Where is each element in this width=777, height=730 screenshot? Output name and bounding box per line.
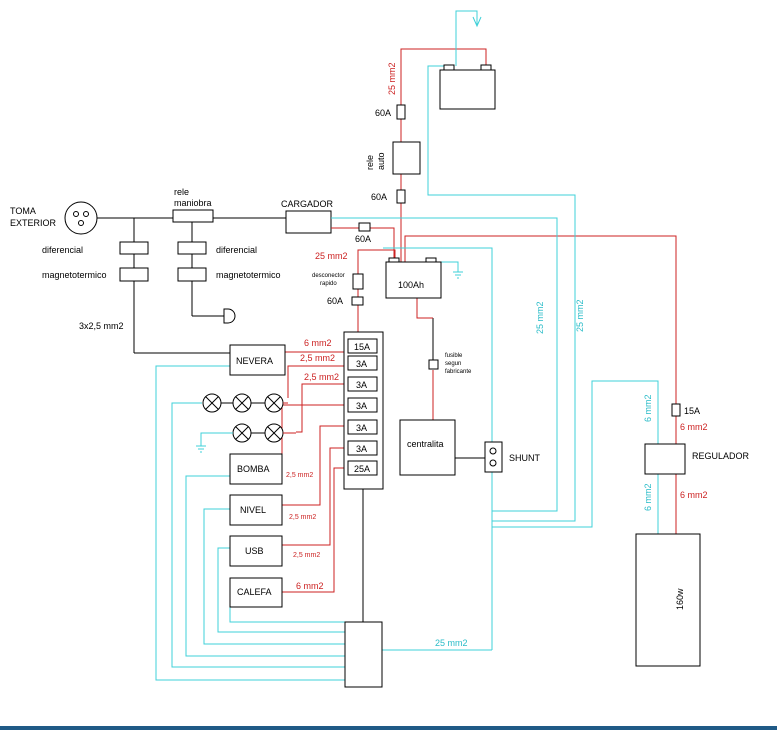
wire-25-cyan-b-label: 25 mm2 — [575, 299, 585, 332]
fuse-label: 3A — [356, 380, 367, 390]
fuse-box — [343, 331, 384, 490]
wire-nivel-label: 2,5 mm2 — [289, 514, 316, 521]
wire-25-mid-label: 25 mm2 — [315, 251, 348, 261]
fuse-label: 15A — [354, 342, 370, 352]
outlet-icon — [64, 201, 98, 235]
rele-auto-label-1: rele — [365, 155, 375, 170]
negative-wiring — [155, 10, 659, 681]
desconector-box — [352, 273, 364, 290]
exterior-label: EXTERIOR — [10, 218, 57, 228]
fuse-label: 3A — [356, 359, 367, 369]
diferencial-box-right — [177, 241, 207, 255]
fuse-label: 3A — [356, 401, 367, 411]
wire-nevera-label: 6 mm2 — [304, 338, 332, 348]
solar-panel-box — [635, 533, 701, 667]
wire-bomba-label: 2,5 mm2 — [286, 472, 313, 479]
wire-3x25-label: 3x2,5 mm2 — [79, 321, 124, 331]
cargador-box — [285, 210, 332, 234]
fuse-60a-charger — [358, 222, 371, 232]
nivel-box — [229, 494, 283, 526]
fuse-label: 25A — [354, 464, 370, 474]
centralita-box — [399, 419, 456, 476]
nivel-label: NIVEL — [240, 505, 266, 515]
wire-f3-label: 2,5 mm2 — [304, 372, 339, 382]
desconector-label-1: desconector — [312, 273, 345, 279]
fuse-60a-charger-label: 60A — [355, 234, 371, 244]
diferencial-right-label: diferencial — [216, 245, 257, 255]
cargador-label: CARGADOR — [281, 199, 334, 209]
wire-6-cyan-bot-label: 6 mm2 — [643, 483, 653, 511]
wire-f2-label: 2,5 mm2 — [300, 353, 335, 363]
centralita-label: centralita — [407, 439, 444, 449]
magneto-left-label: magnetotermico — [42, 270, 107, 280]
lamp-icon — [264, 393, 284, 413]
lamp-icon — [202, 393, 222, 413]
diferencial-left-label: diferencial — [42, 245, 83, 255]
negative-bus — [344, 621, 383, 688]
positive-wiring — [281, 48, 677, 593]
fuse-label: 3A — [356, 444, 367, 454]
house-battery-label: 100Ah — [398, 280, 424, 290]
usb-box — [229, 535, 283, 567]
bomba-box — [229, 453, 283, 485]
rele-maniobra-box — [172, 209, 214, 223]
fusible-label-3: fabricante — [445, 369, 472, 375]
fuse-60a-mid — [396, 189, 406, 204]
toma-label: TOMA — [10, 206, 36, 216]
calefa-label: CALEFA — [237, 587, 272, 597]
shunt-label: SHUNT — [509, 453, 541, 463]
fuse-centralita — [428, 359, 439, 370]
shunt-box — [484, 441, 503, 473]
rele-auto-box — [392, 141, 421, 175]
solar-panel-label: 160w — [675, 588, 685, 610]
desconector-label-2: rapido — [320, 281, 337, 287]
regulador-box — [644, 443, 686, 475]
lamp-links — [221, 402, 296, 434]
regulador-label: REGULADOR — [692, 451, 750, 461]
wire-6-reg-bot-label: 6 mm2 — [680, 490, 708, 500]
usb-label: USB — [245, 546, 264, 556]
fuse-15a — [671, 403, 681, 417]
starter-battery — [439, 64, 496, 110]
interior-plug-icon — [223, 308, 236, 324]
lamp-icon — [264, 423, 284, 443]
wire-6-cyan-top-label: 6 mm2 — [643, 394, 653, 422]
lamp-icon — [232, 423, 252, 443]
rele-auto-label-2: auto — [376, 152, 386, 170]
fuse-60a-mid-label: 60A — [371, 192, 387, 202]
bottom-bar — [0, 726, 777, 730]
calefa-box — [229, 577, 283, 608]
rele-maniobra-label-2: maniobra — [174, 198, 212, 208]
magneto-right-label: magnetotermico — [216, 270, 281, 280]
nevera-box — [229, 344, 286, 376]
wire-usb-label: 2,5 mm2 — [293, 552, 320, 559]
fuse-60a-top-label: 60A — [375, 108, 391, 118]
wire-6-reg-top-label: 6 mm2 — [680, 422, 708, 432]
fusible-label-1: fusible — [445, 353, 463, 359]
fusible-label-2: segun — [445, 361, 461, 367]
fuse-15a-label: 15A — [684, 406, 700, 416]
magneto-box-left — [119, 267, 149, 282]
fuse-60a-bus-label: 60A — [327, 296, 343, 306]
wire-25-cyan-bottom-label: 25 mm2 — [435, 638, 468, 648]
fuse-60a-bus — [351, 296, 364, 306]
wire-calefa-label: 6 mm2 — [296, 581, 324, 591]
nevera-label: NEVERA — [236, 356, 273, 366]
wire-25-top-label: 25 mm2 — [387, 62, 397, 95]
diferencial-box-left — [119, 241, 149, 255]
lamp-icon — [232, 393, 252, 413]
fuse-60a-top — [396, 104, 406, 120]
bomba-label: BOMBA — [237, 464, 270, 474]
magneto-box-right — [177, 267, 207, 282]
wire-25-cyan-a-label: 25 mm2 — [535, 301, 545, 334]
house-battery — [385, 257, 442, 299]
fuse-label: 3A — [356, 423, 367, 433]
rele-maniobra-label-1: rele — [174, 187, 189, 197]
